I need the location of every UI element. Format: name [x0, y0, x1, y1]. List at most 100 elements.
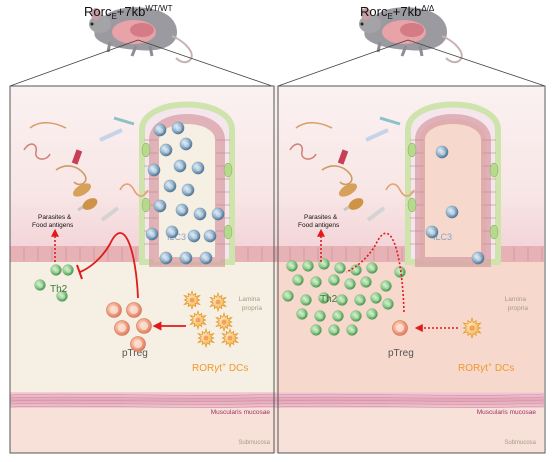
goblet-cell: [407, 197, 417, 213]
dc-cell: [221, 327, 239, 349]
submucosa-layer: [10, 408, 278, 453]
peanut-icon: [348, 198, 364, 210]
lamina-label: Lamina: [505, 296, 527, 303]
ptreg-cell: [126, 302, 142, 318]
ilc3-cell: [145, 227, 159, 241]
ilc3-label: ILC3: [433, 232, 452, 242]
bacterium-icon: [100, 206, 120, 222]
th2-label: Th2: [50, 284, 68, 295]
ilc3-cell: [445, 205, 459, 219]
th2-cell: [310, 276, 322, 288]
ilc3-cell: [153, 123, 167, 137]
ptreg-label: pTreg: [388, 348, 414, 359]
th2-cell: [370, 292, 382, 304]
th2-cell: [354, 294, 366, 306]
ptreg-cell: [106, 302, 122, 318]
ptreg-cell: [114, 320, 130, 336]
goblet-cell: [223, 224, 233, 240]
ilc3-cell: [199, 251, 213, 265]
th2-cell: [350, 264, 362, 276]
food-antigens-label: Food antigens: [32, 222, 74, 229]
th2-cell: [300, 294, 312, 306]
dc-cell: [189, 309, 207, 331]
worm-icon: [295, 121, 333, 129]
th2-cell: [332, 310, 344, 322]
th2-cell: [318, 292, 330, 304]
th2-cell: [286, 260, 298, 272]
inhibition-bar: [76, 264, 83, 280]
parasite-icon: [337, 149, 349, 165]
ptreg-cell: [392, 320, 408, 336]
weak-inhibition-line: [345, 232, 405, 313]
th2-cell: [34, 279, 46, 291]
goblet-cell: [223, 162, 233, 178]
ilc3-cell: [147, 163, 161, 177]
panel-title-wt: RorcE+7kbWT/WT: [84, 4, 173, 21]
muscularis-label: Muscularis mucosae: [211, 409, 271, 416]
bacterium-icon: [365, 128, 389, 142]
zoom-lines: [9, 39, 546, 87]
parasites-label: Parasites &: [304, 214, 338, 221]
panel-border-wt: [9, 85, 275, 454]
dc-cell: [209, 291, 227, 313]
submucosa-label: Submucosa: [504, 440, 536, 446]
dc-cell: [215, 311, 233, 333]
propria-label: propria: [242, 305, 263, 312]
ilc3-cell: [425, 225, 439, 239]
food-antigens-label: Food antigens: [298, 222, 340, 229]
ilc3-cell: [179, 251, 193, 265]
th2-cell: [366, 262, 378, 274]
worm-icon: [23, 143, 51, 160]
worm-icon: [385, 183, 415, 197]
th2-cell: [334, 262, 346, 274]
ptreg-cell: [130, 336, 146, 352]
th2-cell: [282, 290, 294, 302]
worm-icon: [119, 183, 149, 197]
ilc3-cell: [179, 137, 193, 151]
microbes: [289, 116, 415, 222]
dcs-label: RORγt+ DCs: [458, 362, 514, 374]
th2-cell: [380, 280, 392, 292]
th2-cell: [336, 294, 348, 306]
panel-title-ko: RorcE+7kbΔ/Δ: [360, 4, 435, 21]
th2-cell: [394, 266, 406, 278]
ilc3-cell: [203, 229, 217, 243]
th2-cell: [50, 264, 62, 276]
th2-cell: [56, 290, 68, 302]
goblet-cell: [407, 142, 417, 158]
th2-cell: [328, 324, 340, 336]
th2-cell: [310, 324, 322, 336]
microbes: [23, 116, 149, 222]
parasite-icon: [71, 149, 83, 165]
goblet-cell: [489, 162, 499, 178]
ilc3-cell: [165, 225, 179, 239]
th2-cell: [302, 260, 314, 272]
dc-cell: [183, 289, 201, 311]
dc-cell: [197, 327, 215, 349]
th2-cell: [350, 310, 362, 322]
th2-cell: [292, 274, 304, 286]
ilc3-cell: [153, 199, 167, 213]
worm-icon: [55, 165, 87, 186]
submucosa-layer: [276, 408, 544, 453]
th2-cell: [382, 298, 394, 310]
ptreg-label: pTreg: [122, 348, 148, 359]
ilc3-cell: [175, 203, 189, 217]
ilc3-cell: [193, 207, 207, 221]
submucosa-label: Submucosa: [238, 440, 270, 446]
ilc3-cell: [435, 145, 449, 159]
th2-cell: [346, 324, 358, 336]
goblet-cell: [141, 142, 151, 158]
propria-label: propria: [508, 305, 529, 312]
th2-cell: [296, 308, 308, 320]
bacterium-icon: [113, 116, 135, 126]
lamina-label: Lamina: [239, 296, 261, 303]
ilc3-cell: [187, 229, 201, 243]
th2-cell: [360, 276, 372, 288]
peanut-icon: [82, 198, 98, 210]
inhibition-line: [79, 232, 139, 299]
goblet-cell: [489, 224, 499, 240]
ilc3-label: ILC3: [167, 232, 186, 242]
ptreg-cell: [136, 318, 152, 334]
